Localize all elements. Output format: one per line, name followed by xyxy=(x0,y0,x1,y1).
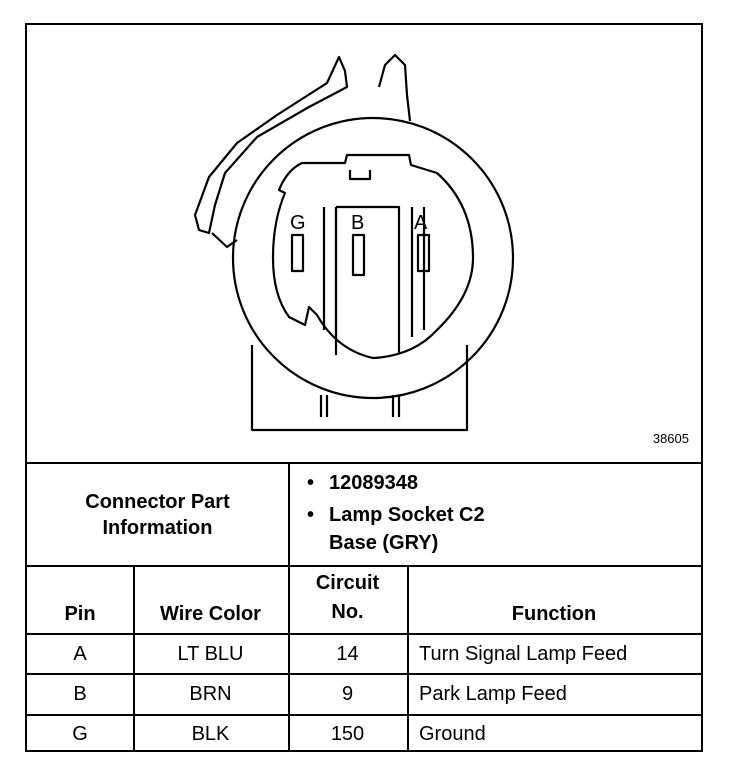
row-b-pin: B xyxy=(73,683,87,705)
socket-item: •Lamp Socket C2 xyxy=(307,501,485,529)
divider xyxy=(288,565,290,752)
divider xyxy=(288,462,290,565)
terminal-b xyxy=(351,233,366,277)
row-g-circuit: 150 xyxy=(330,722,365,745)
socket-name: Lamp Socket C2 xyxy=(329,504,485,526)
connector-info-label: Connector Part Information xyxy=(85,490,230,539)
row-g-wire-color: BLK xyxy=(191,722,230,745)
inner-ring xyxy=(271,153,475,360)
divider xyxy=(407,565,409,752)
divider xyxy=(27,714,701,716)
base-item: Base (GRY) xyxy=(307,529,485,557)
row-b-wire-color: BRN xyxy=(189,683,232,705)
row-g-function: Ground xyxy=(419,722,486,745)
base-color: Base (GRY) xyxy=(329,532,439,554)
header-pin: Pin xyxy=(64,602,96,625)
connector-diagram: G B A 38605 xyxy=(27,25,701,462)
row-a-circuit: 14 xyxy=(336,642,359,665)
part-number: 12089348 xyxy=(329,472,418,494)
header-circuit-line1: Circuit xyxy=(315,571,380,594)
divider xyxy=(27,633,701,635)
row-a-pin: A xyxy=(73,642,87,665)
pin-label-g: G xyxy=(290,212,306,234)
row-g-pin: G xyxy=(72,722,88,745)
divider xyxy=(133,565,135,752)
terminal-a xyxy=(416,233,431,273)
header-circuit-line2: No. xyxy=(331,600,364,623)
part-number-item: •12089348 xyxy=(307,469,485,497)
pin-label-a: A xyxy=(414,212,428,234)
divider xyxy=(27,462,701,464)
outer-ring xyxy=(231,116,515,400)
terminal-g xyxy=(290,233,305,273)
connector-drawing: G B A xyxy=(193,53,515,432)
connector-body xyxy=(250,345,469,432)
latch-arm xyxy=(193,55,349,235)
header-wire-color: Wire Color xyxy=(160,602,261,625)
divider xyxy=(27,673,701,675)
row-a-function: Turn Signal Lamp Feed xyxy=(419,642,628,665)
header-function: Function xyxy=(511,602,597,625)
row-b-function: Park Lamp Feed xyxy=(419,683,567,705)
connector-frame: G B A 38605 Connector Part Information •… xyxy=(25,23,703,752)
top-tab xyxy=(377,53,412,122)
part-info-list: •12089348 •Lamp Socket C2 Base (GRY) xyxy=(307,469,485,557)
row-b-circuit: 9 xyxy=(341,683,354,705)
row-a-wire-color: LT BLU xyxy=(177,642,244,665)
divider xyxy=(27,565,701,567)
figure-number: 38605 xyxy=(652,431,689,446)
pin-label-b: B xyxy=(351,212,364,234)
